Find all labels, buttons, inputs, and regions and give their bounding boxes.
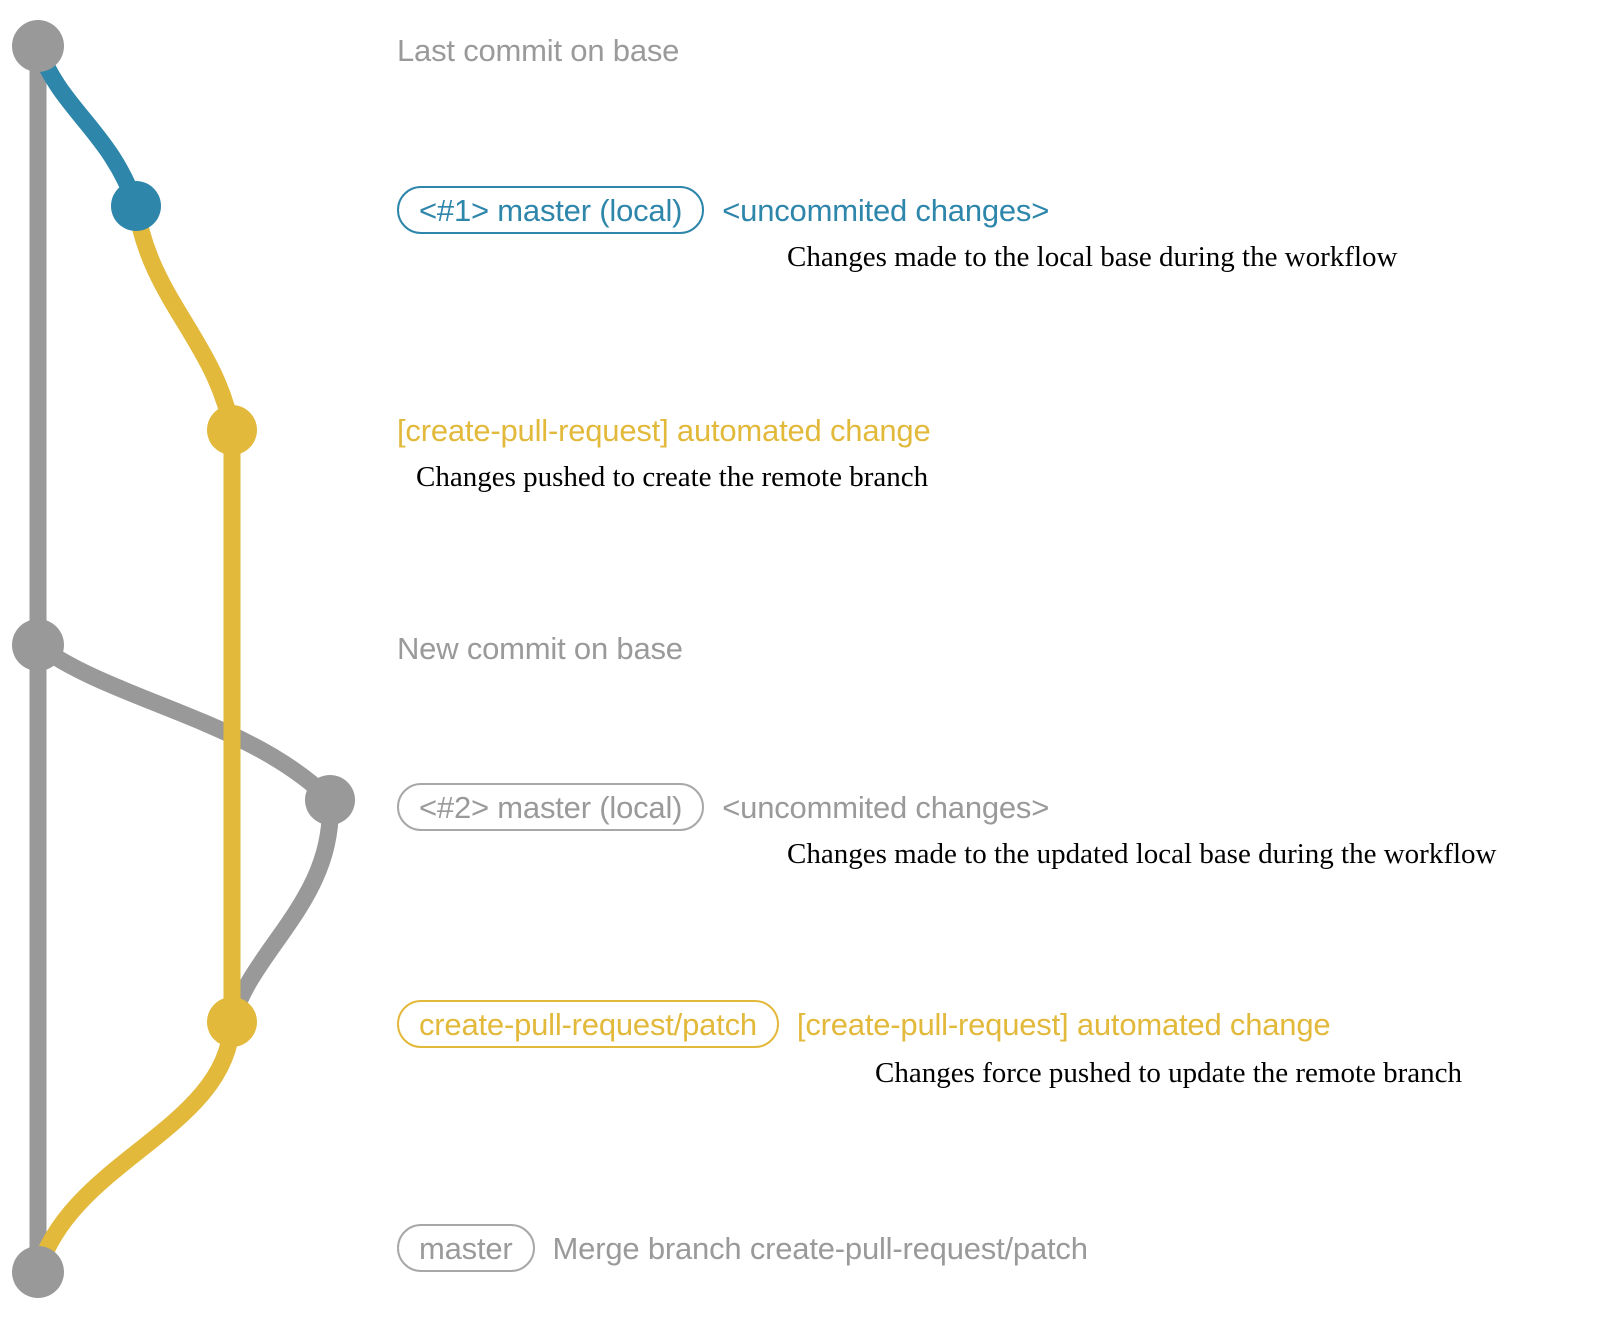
edge-local1-to-patch1 <box>127 197 241 439</box>
commit-subject: [create-pull-request] automated change <box>796 1006 1331 1042</box>
node-automated-change-1[interactable] <box>207 405 257 455</box>
commit-subject: [create-pull-request] automated change <box>397 413 931 448</box>
commit-row-automated-change-1: [create-pull-request] automated change <box>397 415 931 446</box>
commit-subject: <uncommited changes> <box>722 789 1050 825</box>
commit-row-master-local-2: <#2> master (local) <uncommited changes> <box>397 783 1049 831</box>
commit-subject: Merge branch create-pull-request/patch <box>552 1230 1088 1266</box>
commit-description: Changes made to the local base during th… <box>787 241 1398 273</box>
commit-row-merge-master: master Merge branch create-pull-request/… <box>397 1224 1088 1272</box>
commit-row-automated-change-2: create-pull-request/patch [create-pull-r… <box>397 1000 1331 1048</box>
ref-badge-create-pull-request-patch[interactable]: create-pull-request/patch <box>397 1000 779 1048</box>
commit-description: Changes force pushed to update the remot… <box>875 1057 1463 1089</box>
node-master-local-1[interactable] <box>111 181 161 231</box>
edge-local2-to-patch2 <box>223 791 339 1031</box>
node-merge-master[interactable] <box>12 1246 64 1298</box>
node-automated-change-2[interactable] <box>207 997 257 1047</box>
commit-description: Changes made to the updated local base d… <box>787 838 1497 870</box>
ref-badge-master-local-2[interactable]: <#2> master (local) <box>397 783 705 831</box>
commit-description: Changes pushed to create the remote bran… <box>416 461 929 493</box>
commit-subject: <uncommited changes> <box>722 192 1050 228</box>
commit-subject: New commit on base <box>397 631 683 666</box>
node-master-local-2[interactable] <box>305 775 355 825</box>
node-new-commit-on-base[interactable] <box>12 619 64 671</box>
commit-row-last-commit-on-base: Last commit on base <box>397 35 679 66</box>
commit-subject: Last commit on base <box>397 33 680 68</box>
edge-patch2-to-merge <box>29 1013 241 1281</box>
commit-row-new-commit-on-base: New commit on base <box>397 633 683 664</box>
commit-row-master-local-1: <#1> master (local) <uncommited changes> <box>397 186 1049 234</box>
ref-badge-master[interactable]: master <box>397 1224 535 1272</box>
edge-base-to-local1 <box>29 37 145 215</box>
node-last-commit-on-base[interactable] <box>12 20 64 72</box>
ref-badge-master-local-1[interactable]: <#1> master (local) <box>397 186 705 234</box>
edge-base-to-local2 <box>29 636 339 809</box>
